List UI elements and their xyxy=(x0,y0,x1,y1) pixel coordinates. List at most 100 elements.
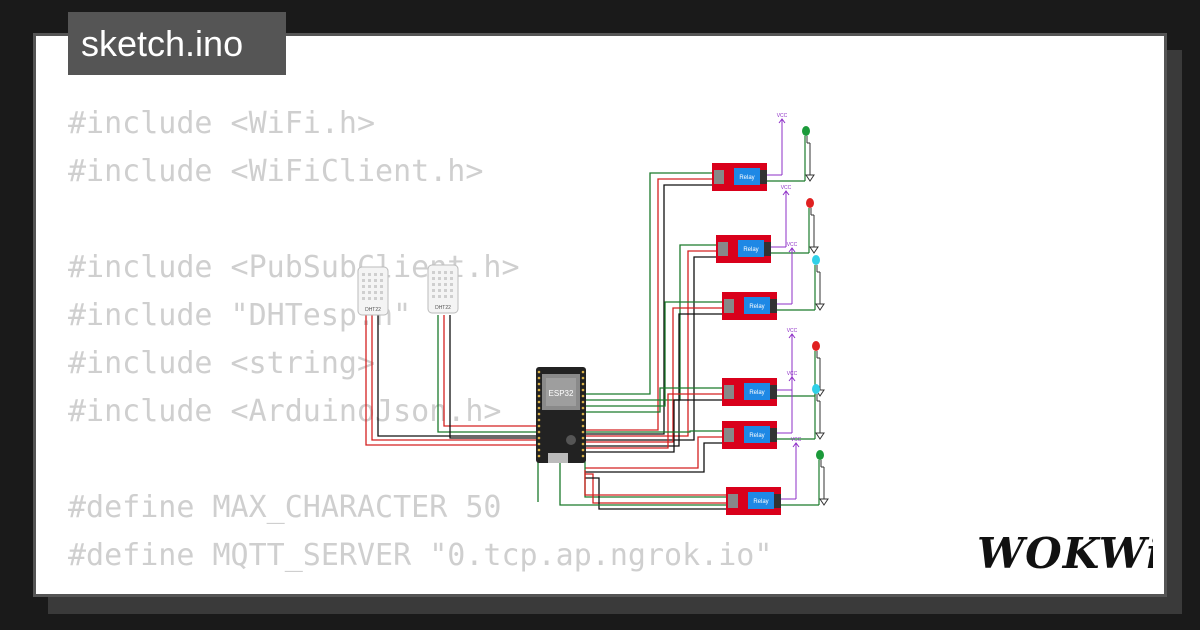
vcc-arrow xyxy=(788,247,796,253)
esp32-chip xyxy=(546,378,576,406)
relay-module: Relay VCC xyxy=(716,185,819,263)
relay-header xyxy=(714,170,724,184)
wire xyxy=(585,301,722,407)
esp32-pin xyxy=(537,430,541,434)
relay-coil xyxy=(744,383,770,400)
esp32-pin xyxy=(581,412,585,416)
relay-label: Relay xyxy=(743,247,758,253)
esp32-pin xyxy=(537,388,541,392)
code-preview: #include <WiFi.h> #include <WiFiClient.h… xyxy=(68,100,772,580)
sensor-grille xyxy=(374,291,377,294)
sensor-grille xyxy=(438,289,441,292)
relay-label: Relay xyxy=(749,433,764,439)
file-name: sketch.ino xyxy=(81,23,244,64)
led xyxy=(816,450,824,460)
sensor-grille xyxy=(362,285,365,288)
relay-header xyxy=(718,242,728,256)
sensor-label: DHT22 xyxy=(365,307,381,313)
esp32-pin xyxy=(581,430,585,434)
vcc-label: VCC xyxy=(791,437,802,443)
ground-icon xyxy=(815,303,825,311)
esp32-pin xyxy=(581,370,585,374)
wire xyxy=(377,315,540,437)
esp32-pin xyxy=(537,436,541,440)
relay-coil xyxy=(734,168,760,185)
code-line: #include <WiFi.h> xyxy=(68,106,376,141)
relay-label: Relay xyxy=(749,390,764,396)
code-line: #define MQTT_SERVER "0.tcp.ap.ngrok.io" xyxy=(68,538,773,573)
dht22-sensor: DHT22 xyxy=(357,266,389,316)
relay-label: Relay xyxy=(753,499,768,505)
sensor-grille xyxy=(362,297,365,300)
sensor-grille xyxy=(374,279,377,282)
led xyxy=(812,384,820,394)
wire xyxy=(443,315,540,427)
wires xyxy=(365,172,726,510)
esp32-pin xyxy=(581,424,585,428)
relay-header xyxy=(728,494,738,508)
esp32-pin xyxy=(537,424,541,428)
sensor-grille xyxy=(432,295,435,298)
esp32-pin xyxy=(581,454,585,458)
sensor-grille xyxy=(374,285,377,288)
wire xyxy=(585,477,726,510)
wire xyxy=(585,399,722,453)
sensor-grille xyxy=(368,273,371,276)
esp32-pin xyxy=(537,400,541,404)
esp32-pin xyxy=(581,436,585,440)
vcc-label: VCC xyxy=(781,185,792,191)
vcc-label: VCC xyxy=(787,242,798,248)
wire xyxy=(585,184,712,435)
relay-header xyxy=(724,428,734,442)
esp32-pin xyxy=(537,406,541,410)
sensor-grille xyxy=(368,279,371,282)
relay-modules: RelayVCCRelayVCCRelayVCCRelayVCCRelayVCC… xyxy=(712,113,829,515)
sensor-grille xyxy=(444,271,447,274)
vcc-label: VCC xyxy=(777,113,788,119)
esp32-pin xyxy=(581,442,585,446)
wire xyxy=(585,307,722,443)
sensor-grille xyxy=(380,297,383,300)
sensor-grille xyxy=(444,295,447,298)
wire xyxy=(585,313,722,447)
relay-terminal xyxy=(760,170,767,184)
wire xyxy=(585,387,722,413)
wokwi-logo-text: WOKWi xyxy=(977,529,1153,576)
sensor-grille xyxy=(368,291,371,294)
sensor-grille xyxy=(450,277,453,280)
led xyxy=(812,255,820,265)
wire xyxy=(585,436,722,469)
file-name-tab: sketch.ino xyxy=(68,12,286,75)
sensor-grille xyxy=(432,289,435,292)
vcc-arrow xyxy=(788,376,796,382)
sensor-grille xyxy=(450,295,453,298)
relay-terminal xyxy=(770,385,777,399)
esp32-pin xyxy=(537,418,541,422)
esp32-pin xyxy=(581,418,585,422)
relay-module: Relay VCC xyxy=(722,242,825,320)
sensor-grille xyxy=(374,273,377,276)
vcc-arrow xyxy=(782,190,790,196)
ground-icon xyxy=(809,246,819,254)
wire xyxy=(371,315,540,441)
wire xyxy=(584,470,726,496)
wire xyxy=(559,462,726,506)
esp32-pin xyxy=(537,412,541,416)
code-line: #include <WiFiClient.h> xyxy=(68,154,484,189)
esp32-pin xyxy=(537,442,541,446)
wire xyxy=(585,442,722,473)
wire xyxy=(449,315,540,439)
sensor-grille xyxy=(432,283,435,286)
sensor-grille xyxy=(368,285,371,288)
vcc-arrow xyxy=(778,118,786,124)
dht22-sensor: DHT22 xyxy=(427,264,459,314)
esp32-pin xyxy=(581,448,585,452)
sensor-grille xyxy=(368,297,371,300)
sensor-grille xyxy=(432,277,435,280)
relay-terminal xyxy=(770,299,777,313)
esp32-pin xyxy=(537,448,541,452)
